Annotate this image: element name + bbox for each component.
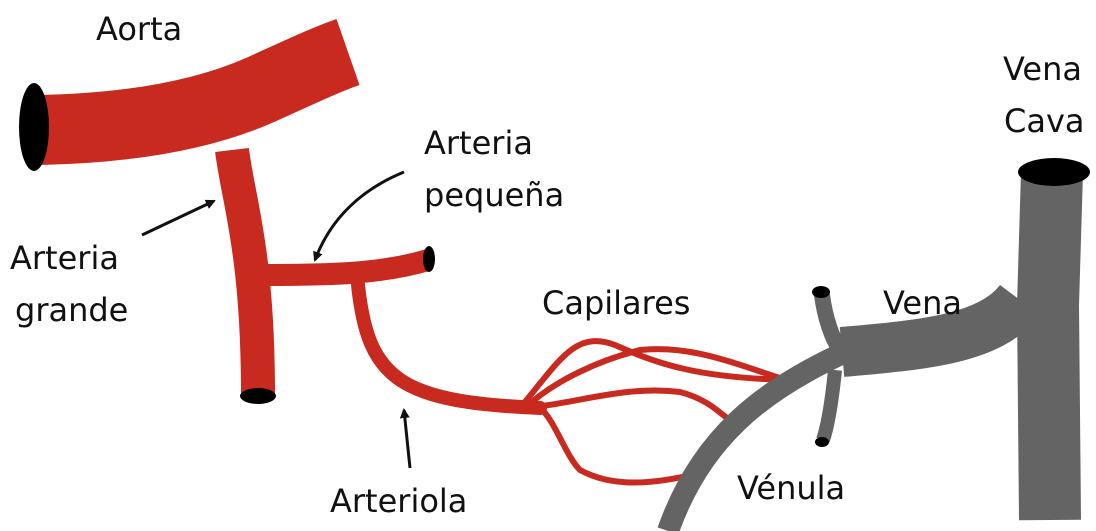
venule-branch-down	[823, 370, 835, 440]
arrow-arteriola	[404, 410, 410, 468]
large-artery	[232, 150, 258, 395]
large-artery-opening	[240, 388, 276, 404]
venule-branch-down-opening	[815, 437, 829, 447]
label-venula: Vénula	[737, 465, 845, 511]
label-arteria-grande-line2: grande	[15, 287, 128, 333]
label-vena: Vena	[883, 280, 962, 326]
arrow-arteria-grande	[142, 201, 214, 235]
label-arteria-grande-line1: Arteria	[10, 235, 119, 281]
small-artery	[260, 260, 428, 275]
arteriole	[358, 285, 540, 408]
label-arteria-pequena-line1: Arteria	[424, 120, 533, 166]
label-vena-cava-line1: Vena	[1003, 46, 1082, 92]
vena-cava-opening	[1018, 158, 1090, 186]
aorta	[40, 52, 348, 130]
label-aorta: Aorta	[96, 6, 182, 52]
label-arteria-pequena-line2: pequeña	[424, 172, 564, 218]
venule-branch-top	[822, 295, 840, 350]
label-arteriola: Arteriola	[330, 478, 467, 524]
arrow-arteria-pequena	[315, 172, 404, 260]
label-capilares: Capilares	[542, 280, 690, 326]
aorta-opening	[19, 83, 49, 171]
vena-cava	[1048, 172, 1052, 520]
small-artery-opening	[423, 246, 435, 272]
venule-branch-top-opening	[812, 286, 830, 298]
label-vena-cava-line2: Cava	[1004, 98, 1085, 144]
